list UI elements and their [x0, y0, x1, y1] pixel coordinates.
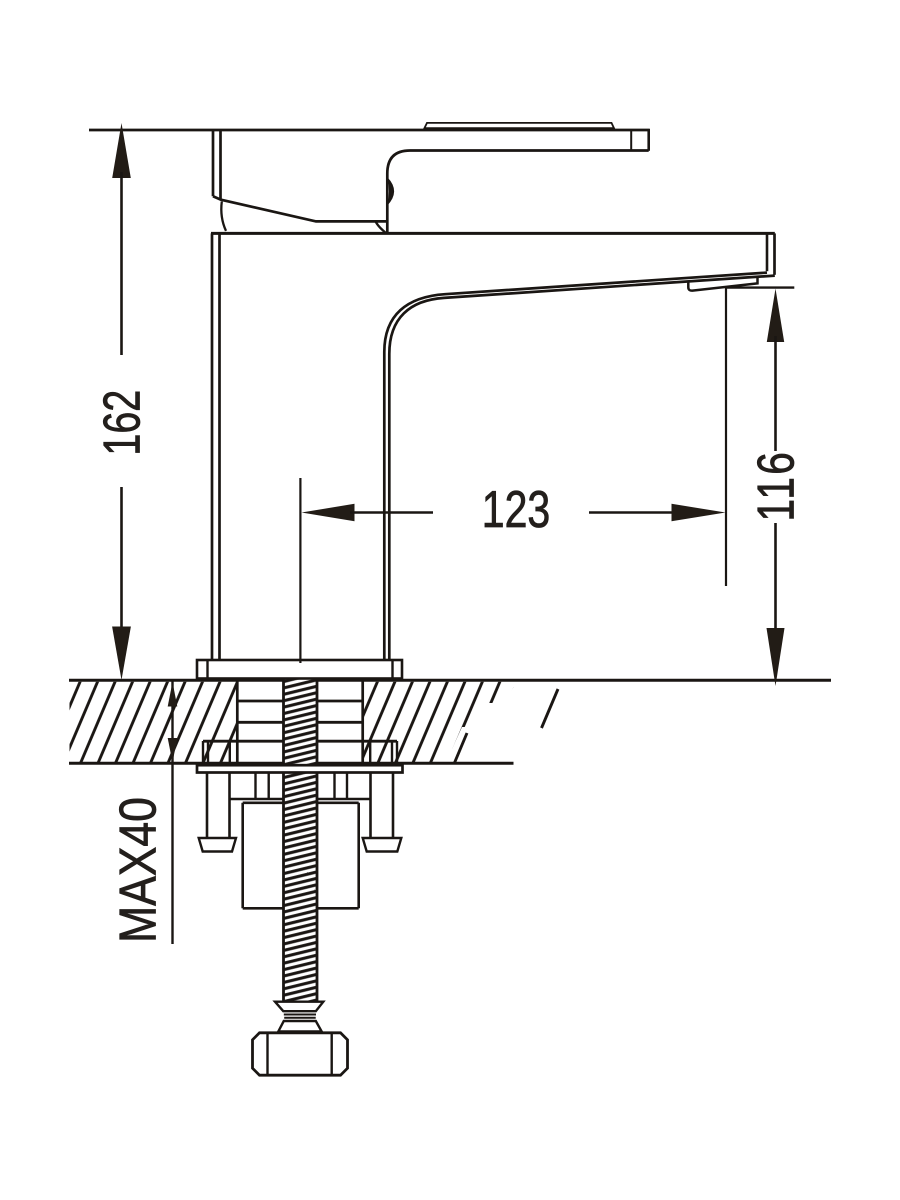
svg-text:162: 162	[92, 390, 151, 456]
svg-text:116: 116	[747, 450, 805, 522]
svg-text:MAX40: MAX40	[109, 797, 167, 943]
svg-text:123: 123	[482, 480, 551, 538]
